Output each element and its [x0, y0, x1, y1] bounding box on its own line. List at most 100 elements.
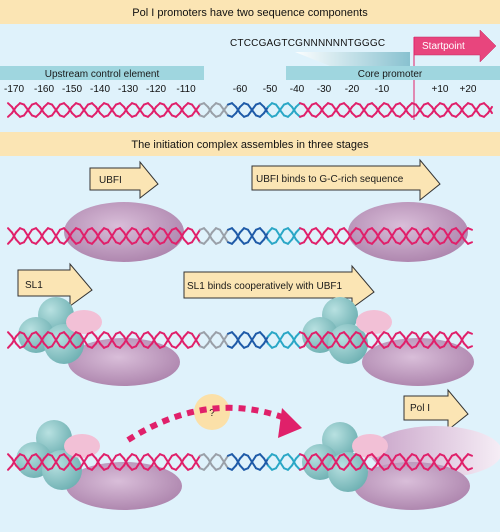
dna-strand-segment [111, 461, 117, 470]
dna-strand-segment [83, 461, 89, 470]
dna-strand-segment [251, 228, 257, 237]
dna-strand-segment [207, 457, 213, 467]
dna-strand-segment [447, 103, 453, 111]
dna-strand-segment [167, 461, 173, 470]
ubf-callout-left: UBFI [89, 160, 159, 200]
dna-strand-segment [447, 461, 453, 470]
dna-strand-segment [167, 339, 173, 348]
header-mid: The initiation complex assembles in thre… [0, 132, 500, 156]
dna-strand-segment [235, 105, 241, 115]
dna-strand-segment [111, 228, 117, 237]
dna-strand-segment [139, 454, 145, 463]
header-top: Pol I promoters have two sequence compon… [0, 0, 500, 24]
dna-strand-segment [291, 335, 297, 345]
dna-strand-segment [223, 339, 229, 348]
dna-strand-segment [167, 332, 173, 341]
dna-strand-segment [251, 454, 257, 463]
dna-strand-segment [167, 109, 173, 117]
dna-strand-segment [219, 109, 225, 117]
dna-strand-segment [391, 235, 397, 244]
dna-strand-segment [419, 228, 425, 237]
dna-strand-segment [443, 461, 449, 470]
dna-strand-segment [107, 454, 113, 463]
dna-strand-segment [83, 454, 89, 463]
dna-strand-segment [359, 339, 365, 348]
dna-strand-segment [123, 105, 129, 115]
dna-strand-segment [111, 332, 117, 341]
dna-strand-segment [375, 457, 381, 467]
core-label: Core promoter [358, 69, 423, 80]
dna-strand-segment [303, 332, 309, 341]
dna-strand-segment [191, 103, 197, 111]
tick-label: -150 [62, 84, 82, 95]
dna-strand-segment [331, 461, 337, 470]
dna-strand-segment [11, 335, 17, 345]
dna-strand-segment [79, 109, 85, 117]
tick-label: -170 [4, 84, 24, 95]
dna-strand-segment [419, 454, 425, 463]
dna-strand-segment [263, 105, 269, 115]
dna-strand-segment [347, 335, 353, 345]
dna-strand-segment [167, 235, 173, 244]
dna-strand-segment [39, 457, 45, 467]
dna-strand-segment [307, 332, 313, 341]
dna-strand-segment [307, 339, 313, 348]
dna-strand-segment [447, 339, 453, 348]
dna-strand-segment [79, 228, 85, 237]
dna-strand-segment [23, 109, 29, 117]
dna-strand-segment [279, 332, 285, 341]
dna-strand-segment [307, 461, 313, 470]
stage-3: ? Pol I [7, 388, 500, 510]
dna-strand-segment [55, 332, 61, 341]
dna-strand-segment [135, 454, 141, 463]
startpoint-arrow: Startpoint [413, 29, 497, 63]
dna-strand-segment [415, 332, 421, 341]
ubf-label: UBFI [99, 175, 122, 186]
core-wedge [295, 52, 410, 66]
dna-strand-segment [111, 109, 117, 117]
dna-strand-segment [443, 454, 449, 463]
dna-strand-segment [419, 235, 425, 244]
dna-strand-segment [335, 339, 341, 348]
dna-strand-segment [107, 339, 113, 348]
dna-strand-segment [95, 231, 101, 241]
dna-strand-segment [107, 228, 113, 237]
dna-strand-segment [359, 454, 365, 463]
dna-strand-segment [247, 109, 253, 117]
dna-strand-segment [55, 461, 61, 470]
dna-strand-segment [331, 235, 337, 244]
dna-strand-segment [195, 235, 201, 244]
dna-strand-segment [11, 231, 17, 241]
dna-strand-segment [387, 235, 393, 244]
dna-strand-segment [307, 235, 313, 244]
dna-strand-segment [55, 103, 61, 111]
dna-strand-segment [403, 105, 409, 115]
dna-strand-segment [431, 231, 437, 241]
dna-strand-segment [51, 103, 57, 111]
dna-strand-segment [195, 339, 201, 348]
question-mark: ? [209, 408, 215, 419]
dna-strand-segment [447, 109, 453, 117]
dna-strand-segment [247, 454, 253, 463]
ubf-callout-right: UBFI binds to G-C-rich sequence [251, 158, 441, 202]
dna-strand-segment [363, 109, 369, 117]
dna-strand-segment [263, 457, 269, 467]
sl1-binds-label: SL1 binds cooperatively with UBF1 [187, 281, 343, 292]
dna-strand-segment [107, 461, 113, 470]
dna-strand-segment [415, 339, 421, 348]
dna-strand-segment [207, 335, 213, 345]
dna-strand-segment [419, 332, 425, 341]
dna-strand-segment [163, 235, 169, 244]
dna-strand-segment [247, 228, 253, 237]
dna-strand-segment [275, 461, 281, 470]
dna-strand-segment [67, 457, 73, 467]
dna-helix-stage1 [7, 227, 473, 245]
dna-strand-segment [359, 103, 365, 111]
dna-strand-segment [83, 228, 89, 237]
dna-strand-segment [67, 335, 73, 345]
ubf-binds-label: UBFI binds to G-C-rich sequence [256, 174, 404, 185]
dna-strand-segment [195, 109, 201, 117]
dna-strand-segment [219, 461, 225, 470]
dna-strand-segment [279, 454, 285, 463]
dna-strand-segment [335, 461, 341, 470]
